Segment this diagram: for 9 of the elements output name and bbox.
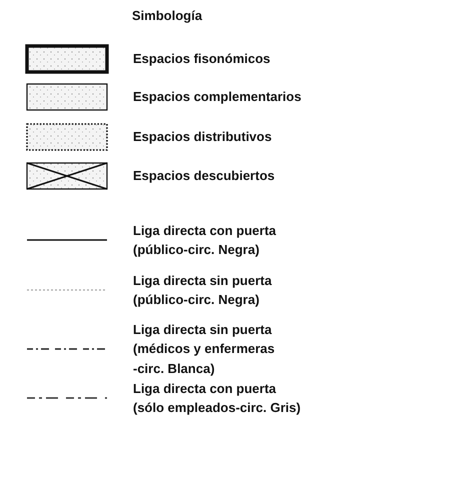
legend-label: Espacios distributivos bbox=[133, 128, 273, 146]
legend-label: Espacios descubiertos bbox=[133, 167, 276, 186]
legend-label: Espacios complementarios bbox=[133, 88, 302, 106]
legend-label: Liga directa sin puerta (público-circ. Negra) bbox=[133, 272, 273, 309]
legend-title: Simbología bbox=[132, 7, 202, 25]
legend-label: Liga directa con puerta (público-circ. Negra) bbox=[133, 222, 278, 259]
legend-label: Espacios fisonómicos bbox=[133, 50, 272, 68]
legend-label: Liga directa sin puerta (médicos y enfermeras -circ. Blanca) bbox=[133, 320, 276, 378]
legend-label: Liga directa con puerta (sólo empleados-circ. Gris) bbox=[133, 380, 302, 417]
